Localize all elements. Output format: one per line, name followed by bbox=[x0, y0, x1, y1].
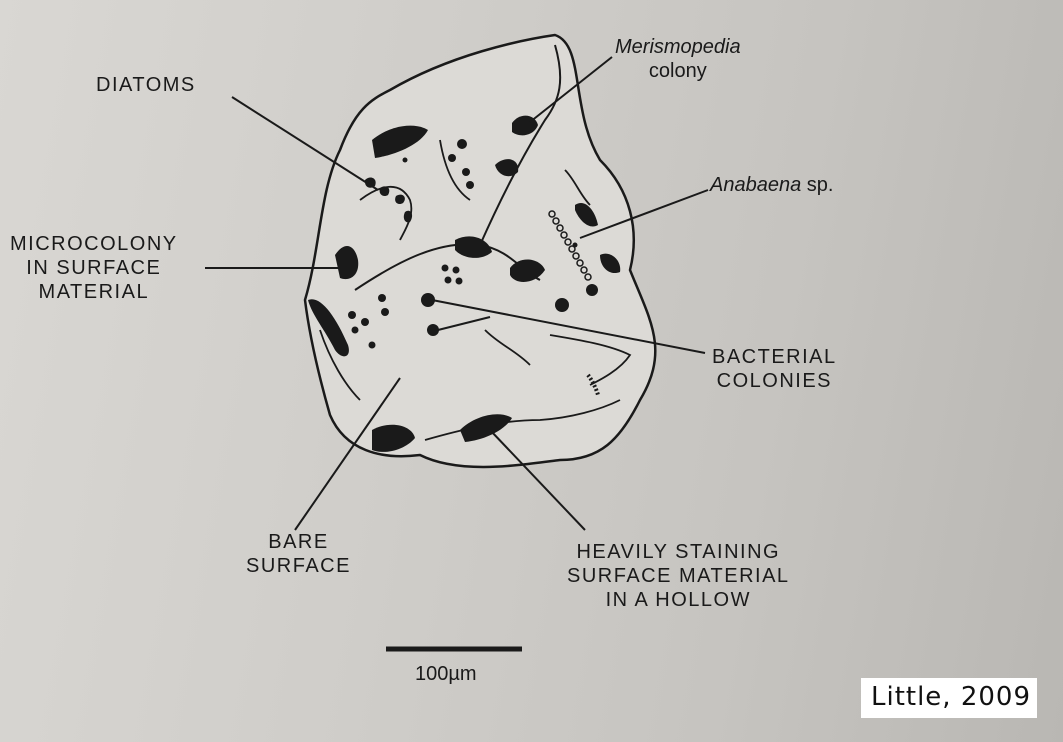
colony-dot bbox=[369, 342, 376, 349]
colony-dot bbox=[378, 294, 386, 302]
label-heavily-staining: HEAVILY STAINING SURFACE MATERIAL IN A H… bbox=[567, 540, 790, 612]
colony-dot bbox=[456, 278, 463, 285]
citation-credit: Little, 2009 bbox=[861, 678, 1037, 718]
label-bare-surface: BARE SURFACE bbox=[246, 530, 351, 578]
colony-dot bbox=[586, 284, 598, 296]
colony-dot bbox=[457, 139, 467, 149]
label-bacterial-colonies: BACTERIAL COLONIES bbox=[712, 345, 837, 393]
colony-dot bbox=[348, 311, 356, 319]
label-diatoms: DIATOMS bbox=[96, 73, 196, 97]
colony-dot bbox=[445, 277, 452, 284]
colony-dot bbox=[352, 327, 359, 334]
colony-dot bbox=[403, 158, 408, 163]
colony-dot bbox=[453, 267, 460, 274]
colony-dot bbox=[555, 298, 569, 312]
colony-dot bbox=[381, 308, 389, 316]
colony-dot bbox=[442, 265, 449, 272]
colony-dot bbox=[466, 181, 474, 189]
label-anabaena: Anabaena sp. bbox=[710, 173, 833, 197]
label-microcolony: MICROCOLONY IN SURFACE MATERIAL bbox=[10, 232, 178, 304]
scale-bar-label: 100µm bbox=[415, 662, 477, 686]
colony-dot bbox=[448, 154, 456, 162]
label-merismopedia: Merismopedia colony bbox=[615, 35, 741, 83]
colony-dot bbox=[427, 324, 439, 336]
colony-dot bbox=[361, 318, 369, 326]
colony-dot bbox=[462, 168, 470, 176]
